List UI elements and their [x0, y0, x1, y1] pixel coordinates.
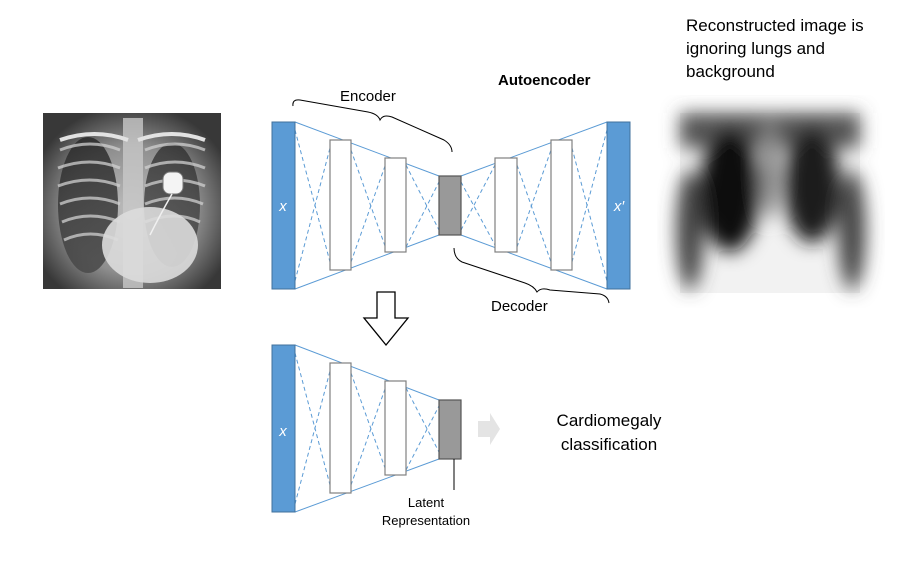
reconstructed-caption: Reconstructed image is ignoring lungs an…	[686, 14, 896, 83]
classification-line-2: classification	[560, 435, 658, 454]
encoder-outline-lines	[294, 121, 608, 290]
encoder-classifier-network: x	[271, 344, 462, 513]
encoder-hidden-layer-2	[384, 157, 407, 253]
encoder-label: Encoder	[340, 88, 396, 105]
autoencoder-network: x x′	[271, 121, 631, 290]
input-layer	[271, 121, 296, 290]
decoder-brace	[453, 247, 610, 304]
output-x-label: x′	[613, 198, 626, 215]
autoencoder-title: Autoencoder	[498, 72, 591, 89]
bottom-hidden-layer-2	[384, 380, 407, 476]
classification-line-1: Cardiomegaly	[556, 411, 662, 430]
bottom-hidden-layer-1	[329, 362, 352, 494]
input-x-label: x	[278, 198, 287, 215]
latent-representation-label: Latent Representation	[356, 494, 496, 530]
latent-label-line-1: Latent	[407, 495, 445, 510]
down-arrow-icon	[362, 291, 410, 347]
latent-layer	[438, 175, 462, 236]
reconstructed-image	[676, 113, 866, 293]
decoder-hidden-layer-1	[494, 157, 518, 253]
bottom-input-x-label: x	[278, 423, 287, 440]
encoder-brace	[292, 99, 453, 153]
bottom-latent-layer	[438, 399, 462, 460]
dashed-connections	[294, 129, 608, 282]
decoder-label: Decoder	[491, 298, 548, 315]
decoder-hidden-layer-2	[550, 139, 573, 271]
reconstructed-caption-line-1: Reconstructed image is	[686, 16, 864, 35]
reconstructed-caption-line-2: ignoring lungs and	[686, 39, 825, 58]
latent-label-line-2: Representation	[381, 513, 471, 528]
bottom-input-layer	[271, 344, 296, 513]
right-arrow-icon	[478, 413, 500, 445]
output-layer	[606, 121, 631, 290]
input-xray-image	[43, 113, 221, 289]
encoder-hidden-layer-1	[329, 139, 352, 271]
reconstructed-caption-line-3: background	[686, 62, 775, 81]
classification-label: Cardiomegaly classification	[544, 409, 674, 457]
